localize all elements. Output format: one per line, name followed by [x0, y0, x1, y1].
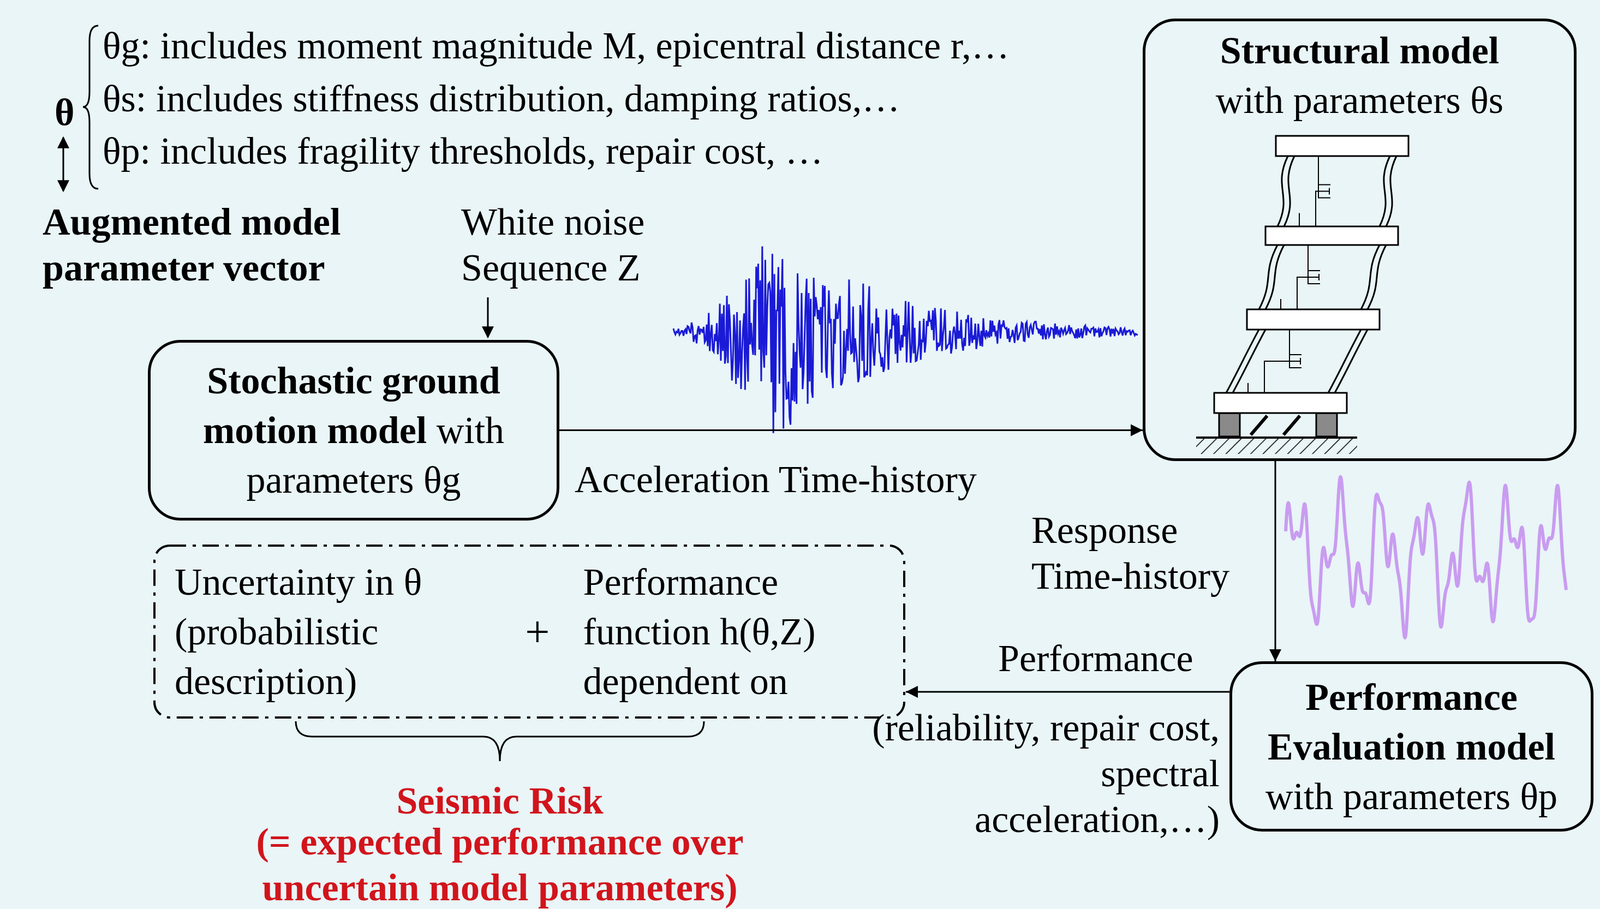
box-text: with parameters θp — [1265, 771, 1558, 822]
column — [1328, 329, 1361, 393]
flow-arrow — [905, 691, 1230, 694]
isolation-bearing — [1316, 413, 1337, 437]
dashed-group-box: Uncertainty in θ (probabilistic descript… — [152, 544, 906, 720]
box-text: with parameters θs — [1215, 75, 1504, 125]
column — [1226, 329, 1259, 393]
edge-label: Acceleration Time-history — [574, 456, 977, 503]
column — [1277, 156, 1288, 227]
box-heading: Performance Evaluation model — [1232, 672, 1591, 772]
column — [1379, 156, 1390, 227]
parameter-note: θ — [54, 89, 75, 136]
parameter-note: θs: includes stiffness distribution, dam… — [102, 75, 900, 122]
risk-label: Seismic Risk — [199, 778, 800, 825]
floor-slab — [1265, 226, 1399, 246]
base-damper — [1250, 415, 1268, 435]
annotation: (reliability, repair cost, spectral acce… — [864, 705, 1220, 843]
floor-slab — [1246, 309, 1380, 330]
double-arrow — [62, 137, 65, 191]
annotation: Augmented model parameter vector — [42, 199, 425, 291]
input-arrow — [487, 297, 489, 338]
parameter-note: θp: includes fragility thresholds, repai… — [102, 128, 823, 175]
column — [1232, 329, 1266, 393]
dashed-outline-rect — [154, 545, 905, 718]
annotation: White noise Sequence Z — [461, 199, 696, 291]
box-text: Performance function h(θ,Z) dependent on — [582, 557, 885, 707]
floor-slab — [1275, 135, 1409, 157]
flow-arrow — [559, 429, 1143, 432]
floor-slab — [1214, 392, 1347, 414]
column — [1386, 156, 1397, 227]
damper — [1299, 156, 1331, 227]
box-text: Uncertainty in θ (probabilistic descript… — [174, 557, 492, 707]
column — [1367, 245, 1387, 310]
box-text-wrap: Stochastic ground motion modelwith param… — [161, 355, 546, 505]
parameter-note: θg: includes moment magnitude M, epicent… — [102, 22, 1010, 69]
ground-hatch — [1196, 437, 1358, 455]
curly-brace — [82, 25, 99, 189]
risk-label: (= expected performance over uncertain m… — [199, 819, 800, 909]
acceleration-waveform — [673, 246, 1138, 433]
edge-label: Performance — [998, 635, 1194, 682]
flow-arrow — [1274, 461, 1277, 662]
building-frame — [1196, 135, 1409, 455]
model-box: Performance Evaluation modelwith paramet… — [1229, 661, 1594, 832]
box-heading: Structural model — [1220, 25, 1500, 76]
box-text: + — [491, 603, 583, 661]
edge-label: Response Time-history — [1031, 507, 1261, 600]
isolation-bearing — [1219, 413, 1240, 437]
model-box: Structural modelwith parameters θs — [1142, 18, 1577, 462]
model-box: Stochastic ground motion modelwith param… — [147, 339, 560, 521]
base-damper — [1283, 415, 1300, 435]
response-waveform — [1285, 476, 1567, 638]
column — [1334, 329, 1368, 393]
damper — [1248, 329, 1302, 393]
curly-brace — [295, 721, 704, 762]
damper — [1280, 245, 1321, 310]
column — [1284, 156, 1295, 227]
